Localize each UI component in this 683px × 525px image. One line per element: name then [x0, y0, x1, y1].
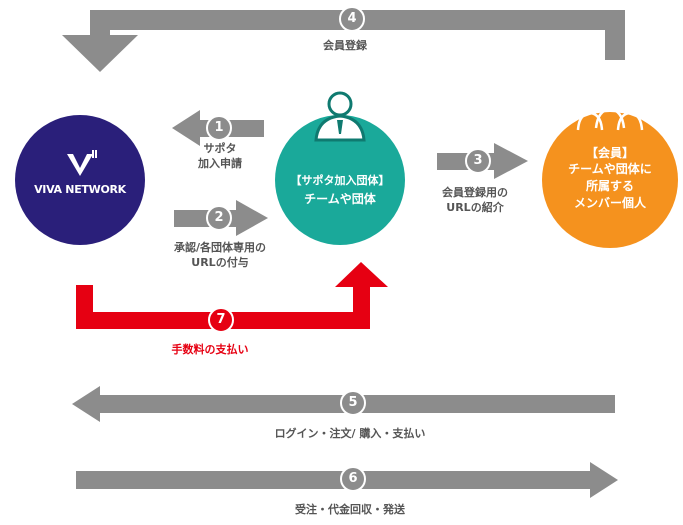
step-1-label: サポタ 加入申請: [198, 142, 242, 170]
step-4-label: 会員登録: [323, 39, 367, 52]
member-node: [542, 112, 678, 248]
viva-logo-mark: [67, 150, 97, 176]
step-7-badge: 7: [208, 307, 234, 333]
step-2-label: 承認/各団体専用の URLの付与: [173, 241, 267, 269]
person-icon: [314, 91, 366, 142]
step-5-badge: 5: [340, 390, 366, 416]
member-node-title: 【会員】: [585, 146, 634, 160]
people-group-icon: [576, 87, 644, 131]
step-2-badge: 2: [206, 205, 232, 231]
viva-network-node: [15, 115, 145, 245]
step-4-badge: 4: [339, 6, 365, 32]
step-3-badge: 3: [465, 148, 491, 174]
viva-network-logo-text: VIVA NETWORK: [34, 183, 126, 196]
step-5-label: ログイン・注文/ 購入・支払い: [274, 427, 426, 440]
step-6-badge: 6: [340, 466, 366, 492]
member-node-description: チームや団体に 所属する メンバー個人: [568, 162, 652, 210]
arrow-step-6: [76, 462, 618, 498]
step-7-label: 手数料の支払い: [171, 343, 249, 356]
group-node-title: 【サポタ加入団体】: [290, 174, 390, 187]
group-node: [275, 115, 405, 245]
step-6-label: 受注・代金回収・発送: [295, 503, 405, 516]
step-1-badge: 1: [206, 115, 232, 141]
group-node-subtitle: チームや団体: [304, 192, 376, 206]
step-3-label: 会員登録用の URLの紹介: [442, 186, 508, 214]
